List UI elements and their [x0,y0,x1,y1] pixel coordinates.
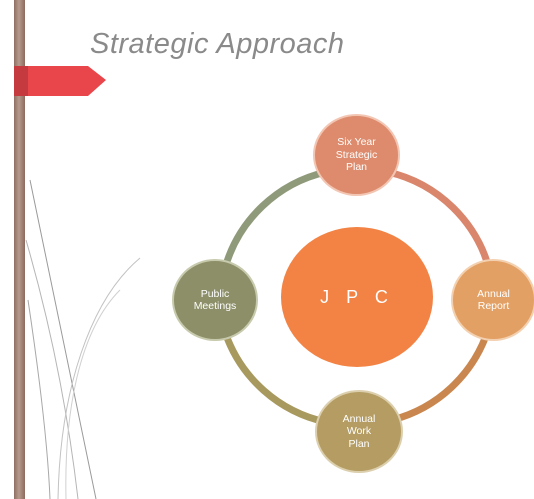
node-label-bottom: Annual Work Plan [342,412,376,450]
node-label-top: Six Year Strategic Plan [335,136,378,174]
node-six-year-strategic-plan: Six Year Strategic Plan [313,114,400,196]
center-node-jpc: J P C [281,227,433,367]
node-label-left: Public Meetings [193,287,237,313]
node-annual-report: Annual Report [451,259,534,341]
flag-pole [14,0,25,499]
flag-icon [14,66,106,96]
node-annual-work-plan: Annual Work Plan [315,390,403,473]
slide-title: Strategic Approach [90,28,345,60]
node-public-meetings: Public Meetings [172,259,258,341]
center-node-label: J P C [320,287,394,307]
node-label-right: Annual Report [477,287,510,313]
